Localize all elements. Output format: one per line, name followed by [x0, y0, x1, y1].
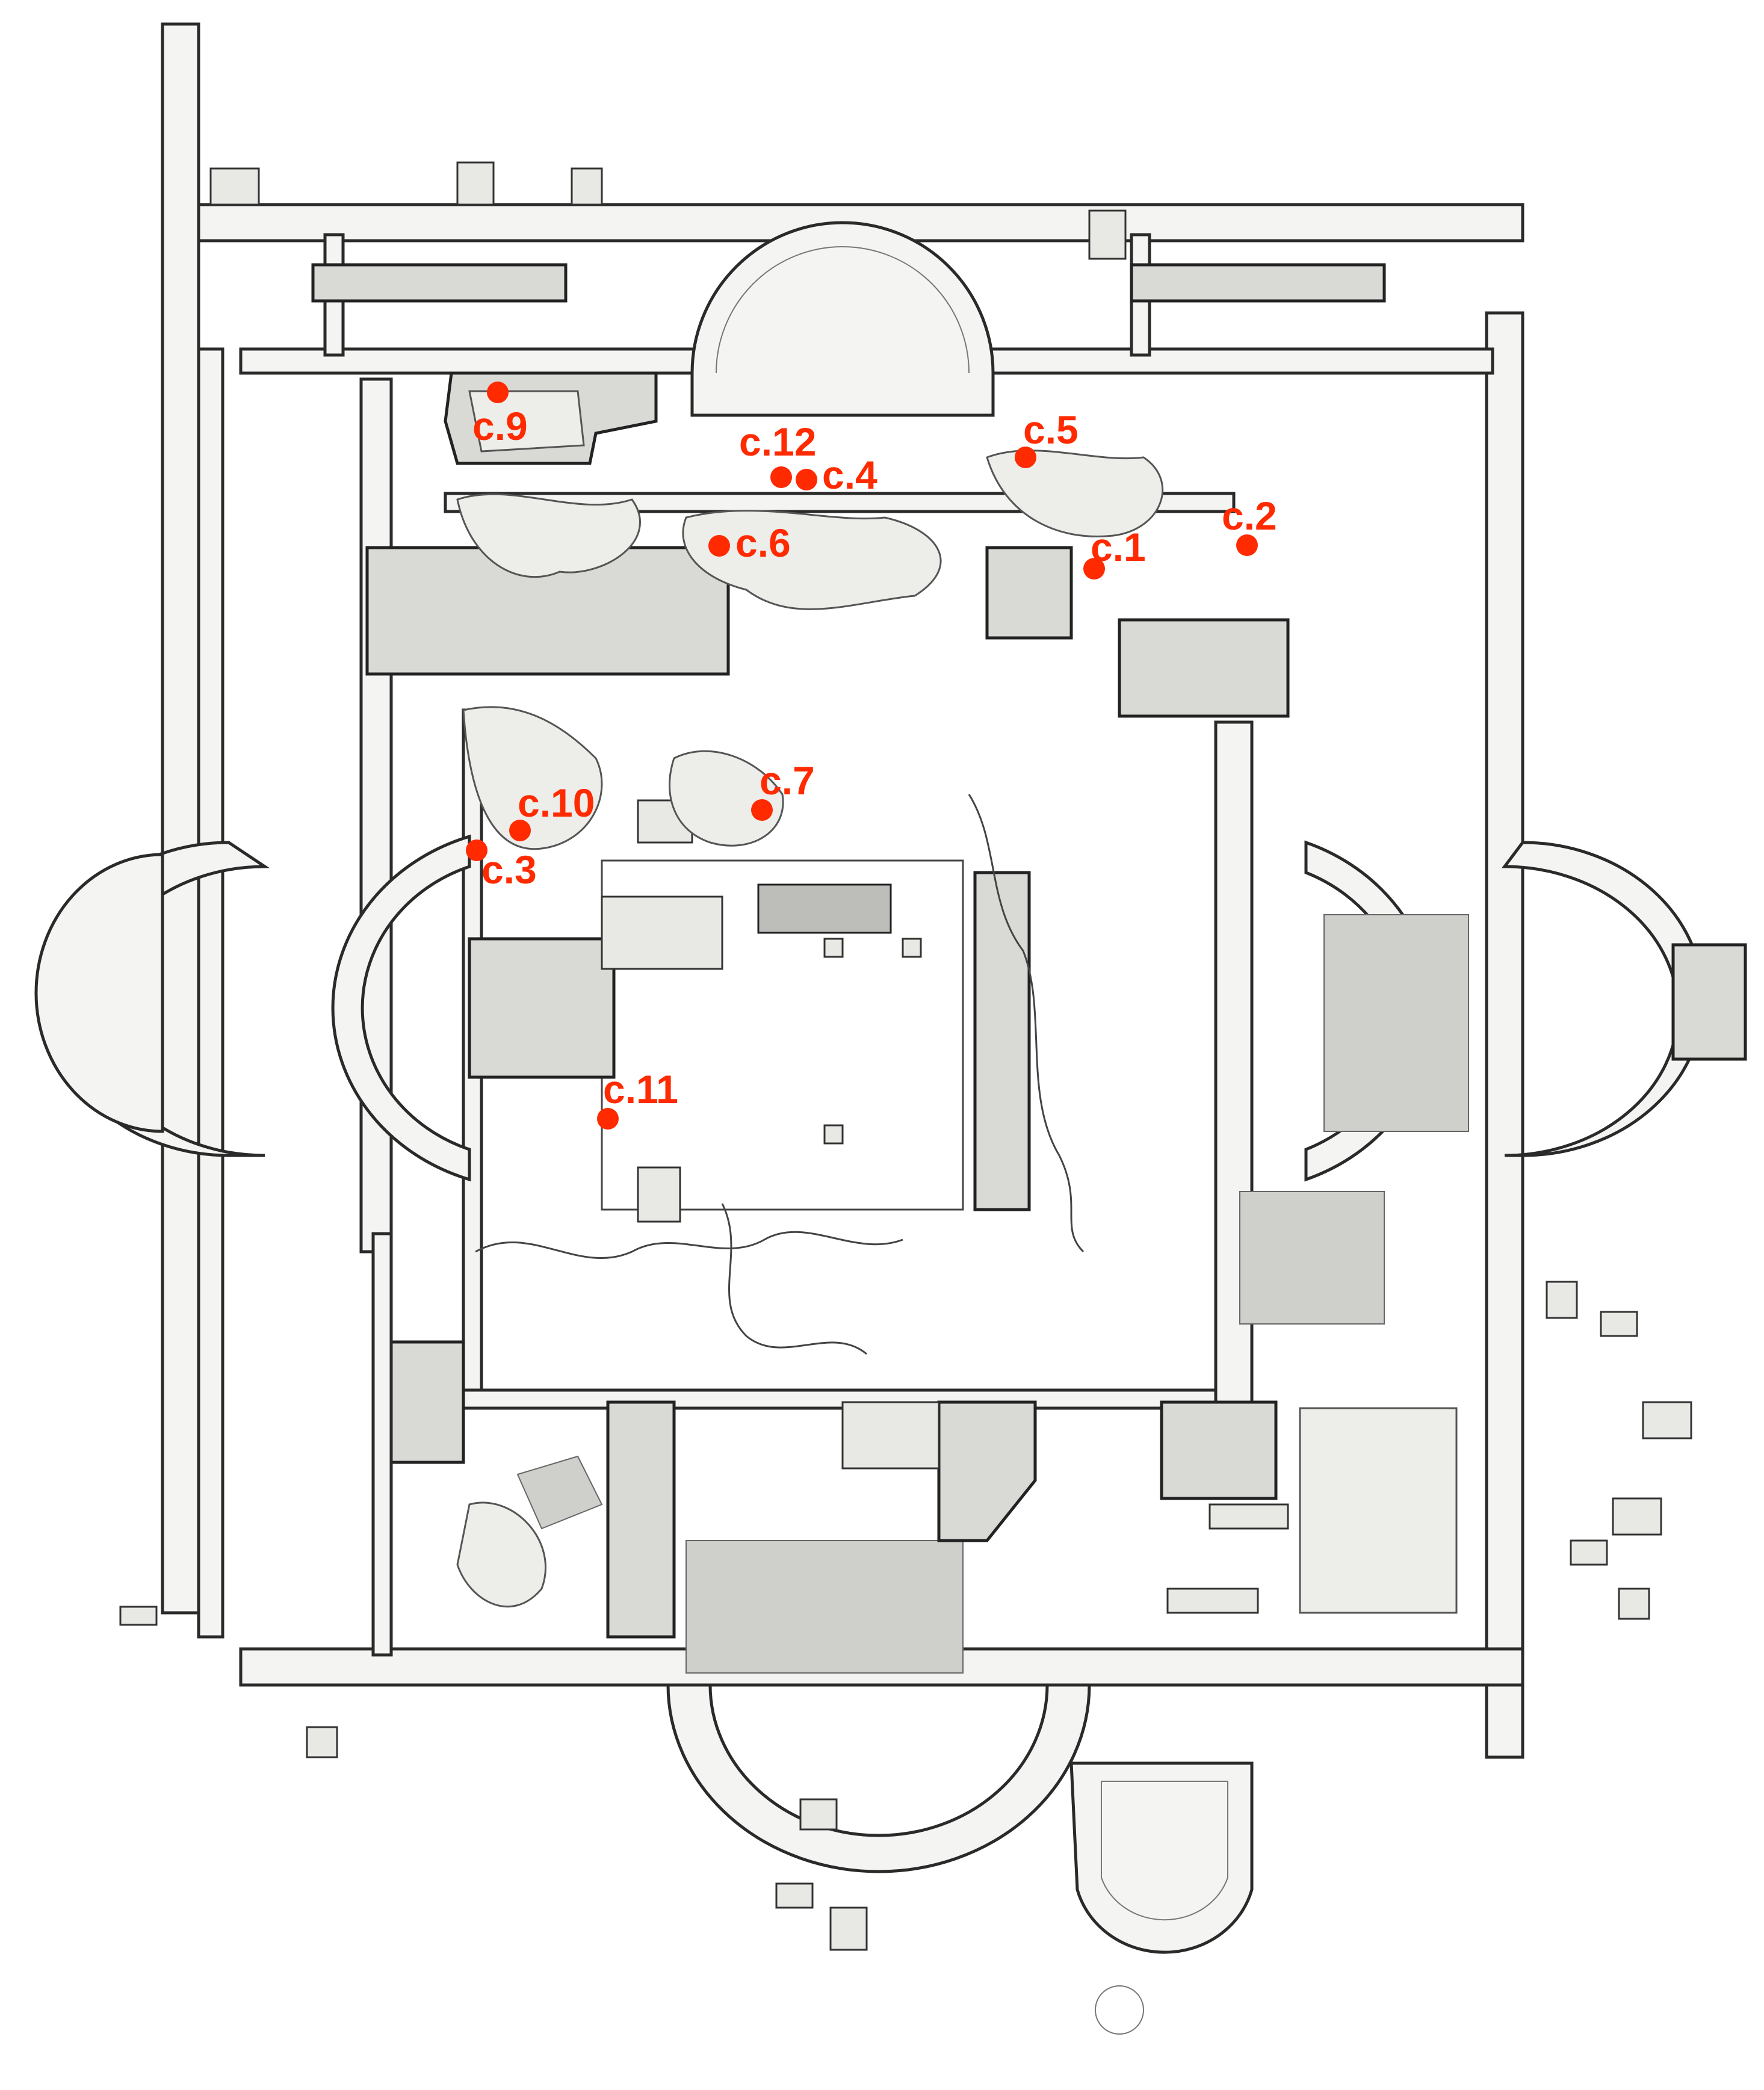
marker-c9-label: c.9	[472, 404, 528, 448]
marker-labels: c.1 c.2 c.3 c.4 c.5 c.6 c.7 c.9 c.10 c.1…	[472, 404, 1277, 1111]
marker-c12-point	[770, 466, 792, 488]
marker-c5-point	[1015, 447, 1036, 468]
marker-c3-label: c.3	[481, 847, 537, 892]
southeast-rooms	[1160, 1191, 1458, 1614]
south-annex	[775, 1761, 1254, 2035]
marker-c4-point	[796, 469, 817, 490]
marker-c7-label: c.7	[760, 758, 815, 803]
south-apse	[606, 1400, 1091, 1873]
central-courtyard	[468, 799, 1031, 1223]
markers	[466, 382, 1258, 1130]
floor-fragments	[456, 450, 1164, 1355]
marker-c2-label: c.2	[1222, 493, 1277, 538]
marker-c6-point	[708, 535, 730, 557]
east-apse	[1304, 840, 1747, 1182]
marker-c1-point	[1083, 558, 1105, 580]
southwest-rooms	[371, 1232, 603, 1657]
marker-c12-label: c.12	[739, 419, 816, 464]
marker-c10-point	[509, 820, 531, 841]
marker-c11-label: c.11	[603, 1067, 678, 1111]
marker-c5-label: c.5	[1023, 407, 1079, 452]
north-chambers	[209, 161, 1386, 417]
scattered-blocks	[119, 1281, 1692, 1758]
marker-c7-point	[751, 799, 773, 821]
marker-c10-label: c.10	[518, 781, 595, 825]
marker-c6-label: c.6	[735, 521, 791, 565]
marker-c4-label: c.4	[822, 453, 877, 497]
marker-c11-point	[597, 1108, 619, 1130]
marker-c2-point	[1236, 534, 1258, 556]
west-apse	[34, 834, 471, 1182]
marker-c3-point	[466, 839, 487, 861]
marker-c9-point	[487, 382, 509, 403]
marker-c1-label: c.1	[1091, 525, 1146, 569]
